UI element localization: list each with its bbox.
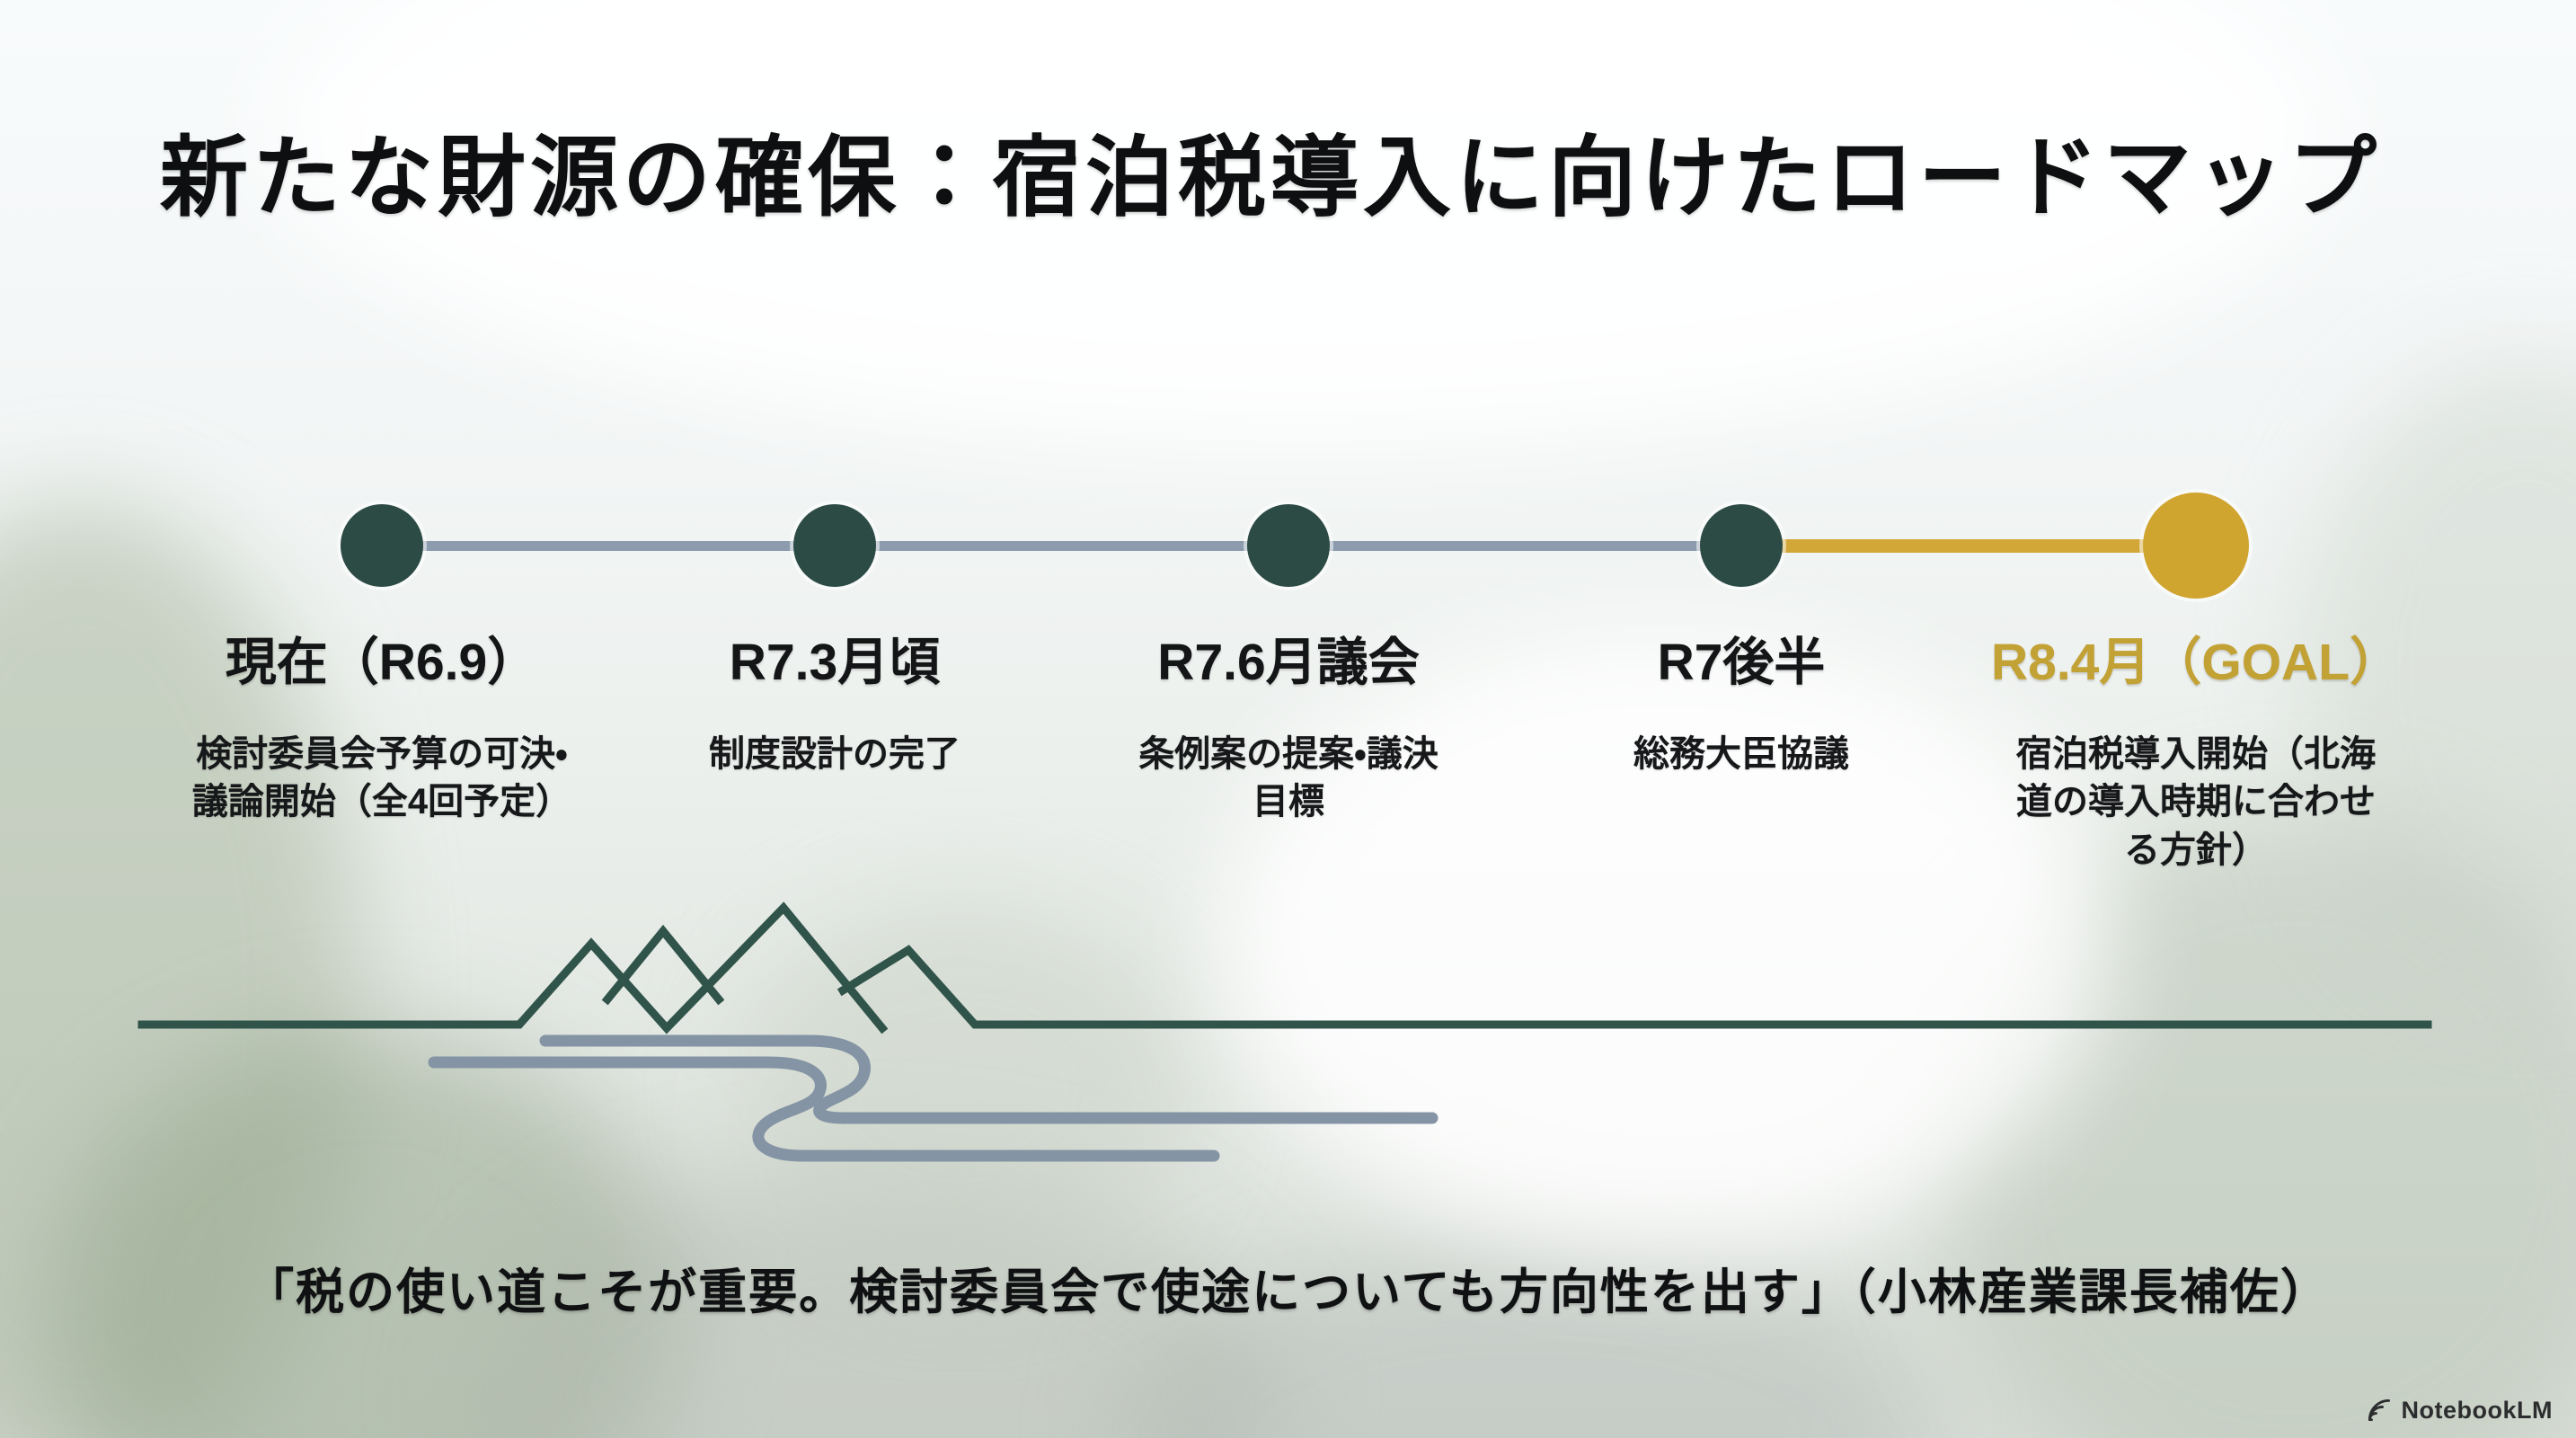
milestone-description: 総務大臣協議 — [1633, 733, 1849, 774]
timeline-connector-gray — [382, 541, 1741, 551]
notebooklm-logo-icon — [2368, 1398, 2390, 1422]
milestone-title: R7.3月頃 — [729, 634, 941, 691]
milestone-description: 検討委員会予算の可決・ 議論開始（全4回予定） — [191, 733, 572, 822]
milestone-title: R7.6月議会 — [1157, 634, 1420, 691]
milestone-column-3: R7.6月議会 条例案の提案・議決 目標 — [1055, 634, 1522, 827]
mountain-river-art — [137, 901, 2432, 1162]
watermark: NotebookLM — [2364, 1395, 2553, 1425]
timeline-node-4 — [1700, 504, 1783, 587]
timeline-node-2 — [793, 504, 876, 587]
milestone-description: 宿泊税導入開始（北海 道の導入時期に合わせ る方針） — [2016, 733, 2376, 870]
milestone-column-4: R7後半 総務大臣協議 — [1508, 634, 1975, 778]
quote-text: 「税の使い道こそが重要。検討委員会で使途についても方向性を出す」（小林産業課長補… — [245, 1265, 2331, 1319]
forest-blob — [737, 899, 1186, 1276]
milestone-column-goal: R8.4月（GOAL） 宿泊税導入開始（北海 道の導入時期に合わせ る方針） — [1962, 634, 2430, 874]
milestone-description: 制度設計の完了 — [709, 733, 960, 774]
watermark-label: NotebookLM — [2401, 1396, 2553, 1424]
milestone-column-1: 現在（R6.9） 検討委員会予算の可決・ 議論開始（全4回予定） — [148, 634, 615, 827]
mountain-ridge-icon — [137, 901, 2432, 1034]
milestone-description: 条例案の提案・議決 目標 — [1138, 733, 1438, 822]
mist-blob — [1213, 629, 2111, 1258]
milestone-title: 現在（R6.9） — [225, 634, 539, 691]
page-title: 新たな財源の確保：宿泊税導入に向けたロードマップ — [160, 128, 2382, 226]
river-stream-icon — [428, 1034, 1438, 1162]
milestone-column-2: R7.3月頃 制度設計の完了 — [601, 634, 1068, 778]
milestone-title: R7後半 — [1657, 634, 1826, 691]
milestone-title: R8.4月（GOAL） — [1990, 634, 2402, 691]
timeline-connector-gold — [1741, 539, 2196, 553]
timeline-node-goal — [2143, 493, 2249, 599]
timeline-node-1 — [341, 504, 423, 587]
timeline-node-3 — [1247, 504, 1330, 587]
